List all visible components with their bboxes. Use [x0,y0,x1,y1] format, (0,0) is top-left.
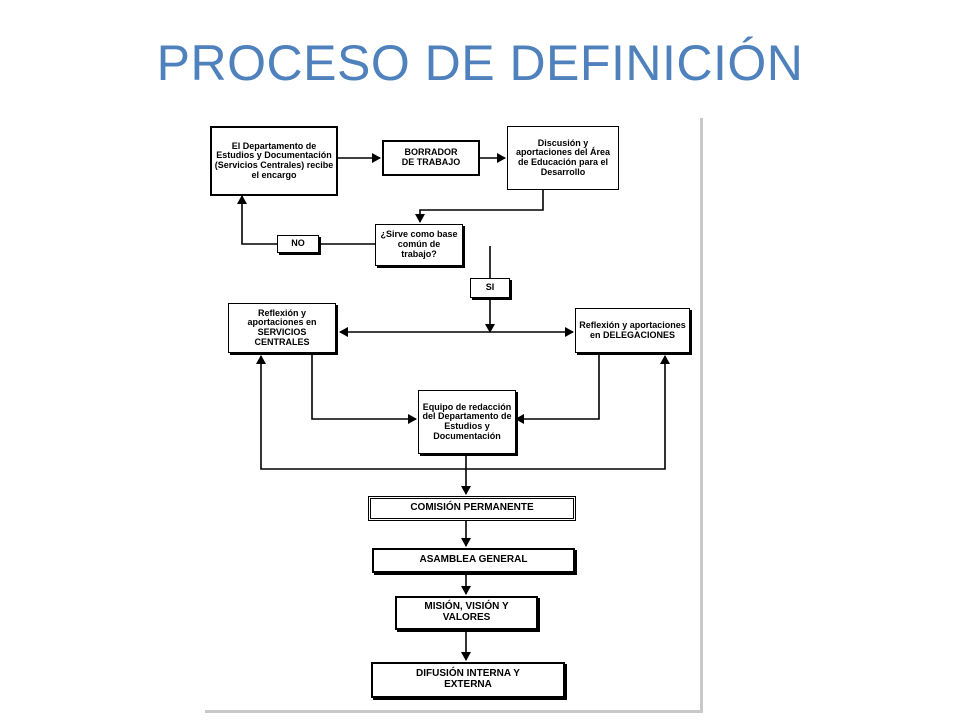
node-reflexion-servicios-centrales: Reflexión y aportaciones en SERVICIOS CE… [228,303,336,353]
edge-delegaciones-to-equipo [515,353,600,424]
label-si: SI [470,278,510,298]
edge-loop-to-servicios [256,355,466,470]
node-comision-permanente: COMISIÓN PERMANENTE [368,496,576,521]
edge-loop-to-delegaciones [466,355,670,470]
node-dept-encargo: El Departamento de Estudios y Documentac… [210,126,338,196]
node-borrador-trabajo: BORRADOR DE TRABAJO [382,140,480,176]
node-difusion-interna-externa: DIFUSIÓN INTERNA Y EXTERNA [371,662,565,698]
node-mision-vision-valores: MISIÓN, VISIÓN Y VALORES [395,596,538,630]
flowchart-connectors [237,153,670,661]
process-flowchart: El Departamento de Estudios y Documentac… [205,118,703,713]
node-equipo-redaccion: Equipo de redacción del Departamento de … [418,390,516,454]
slide-title: PROCESO DE DEFINICIÓN [156,35,804,91]
edge-decision-no-to-dept [237,195,375,245]
edge-discusion-to-decision [415,190,544,223]
node-asamblea-general: ASAMBLEA GENERAL [372,548,575,573]
node-reflexion-delegaciones: Reflexión y aportaciones en DELEGACIONES [575,308,690,353]
edge-servicios-to-equipo [311,353,417,424]
node-discusion: Discusión y aportaciones del Área de Edu… [507,126,619,190]
node-decision-base-comun: ¿Sirve como base común de trabajo? [375,224,463,266]
label-no: NO [277,235,319,253]
